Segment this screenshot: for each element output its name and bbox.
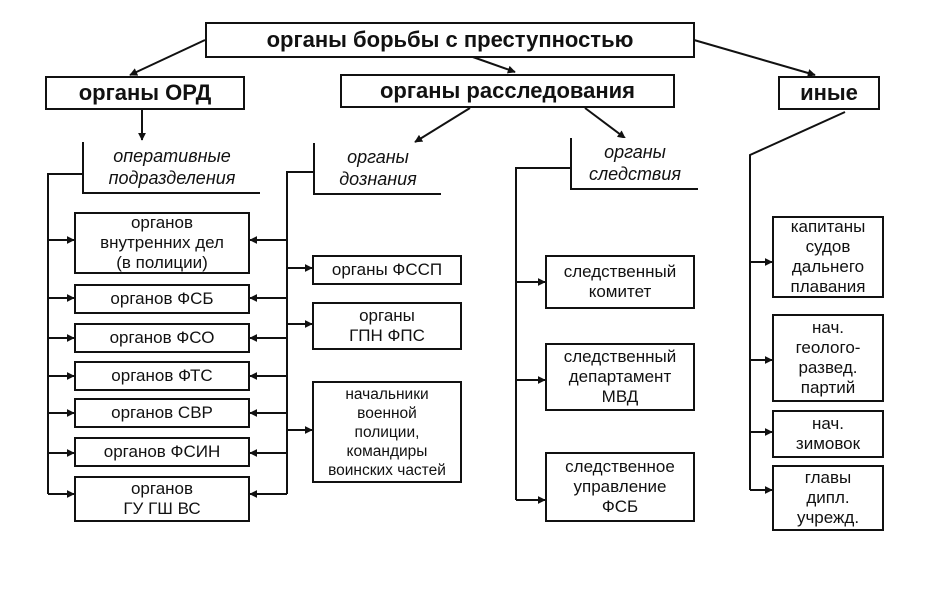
other-item: нач. геолого- развед. партий	[772, 314, 884, 402]
other-item: капитаны судов дальнего плавания	[772, 216, 884, 298]
operative-item: органов ФСБ	[74, 284, 250, 314]
subcategory-operative: оперативные подразделения	[82, 142, 260, 194]
category-other: иные	[778, 76, 880, 110]
edge-investigation-investigative	[584, 107, 626, 139]
inquiry-bracket	[286, 171, 313, 494]
subcategory-inquiry: органы дознания	[313, 143, 441, 195]
inquiry-item: органы ФССП	[312, 255, 462, 285]
edge-investigation-inquiry	[414, 107, 471, 143]
title-box: органы борьбы с преступностью	[205, 22, 695, 58]
investigative-item: следственный департамент МВД	[545, 343, 695, 411]
operative-bracket	[47, 173, 82, 494]
other-bracket	[749, 111, 846, 490]
category-ord: органы ОРД	[45, 76, 245, 110]
operative-item: органов ФСО	[74, 323, 250, 353]
operative-item: органов ФСИН	[74, 437, 250, 467]
operative-item: органов СВР	[74, 398, 250, 428]
other-item: главы дипл. учрежд.	[772, 465, 884, 531]
other-item: нач. зимовок	[772, 410, 884, 458]
subcategory-investigative: органы следствия	[570, 138, 698, 190]
inquiry-item: органы ГПН ФПС	[312, 302, 462, 350]
operative-item: органов ГУ ГШ ВС	[74, 476, 250, 522]
investigative-item: следственное управление ФСБ	[545, 452, 695, 522]
inquiry-item: начальники военной полиции, командиры во…	[312, 381, 462, 483]
operative-item: органов ФТС	[74, 361, 250, 391]
edge-title-other	[693, 39, 816, 77]
edge-title-ord	[129, 39, 206, 76]
edge-title-investigation	[469, 55, 516, 74]
category-investigation: органы расследования	[340, 74, 675, 108]
investigative-bracket	[515, 167, 570, 500]
operative-item: органов внутренних дел (в полиции)	[74, 212, 250, 274]
investigative-item: следственный комитет	[545, 255, 695, 309]
